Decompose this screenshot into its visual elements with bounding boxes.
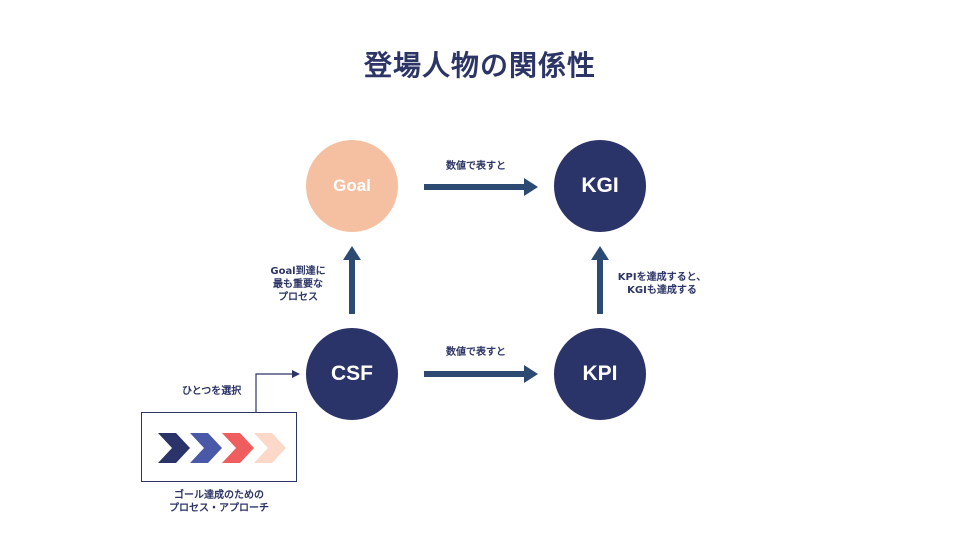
node-csf: CSF [306,328,398,420]
label-line: プロセス [278,292,318,303]
page-title: 登場人物の関係性 [363,49,596,82]
process-chevrons [158,433,286,463]
node-kgi: KGI [554,140,646,232]
process-box [141,412,297,482]
arrow-goal-to-kgi [424,178,538,196]
chevron-4 [254,433,286,463]
chevron-1 [158,433,190,463]
arrow-csf-to-kpi [424,365,538,383]
chevron-3 [222,433,254,463]
label-line: 最も重要な [273,279,323,290]
label-csf-to-goal: Goal到達に 最も重要な プロセス [258,265,338,304]
node-kpi: KPI [554,328,646,420]
arrow-select-to-csf [255,370,300,412]
node-goal: Goal [306,140,398,232]
chevron-2 [190,433,222,463]
arrow-csf-to-goal [343,246,361,314]
label-line: Goal到達に [270,266,326,277]
label-select-one: ひとつを選択 [182,386,242,397]
label-csf-to-kpi: 数値で表すと [446,347,506,358]
label-line: KGIも達成する [627,285,697,296]
label-line: KPIを達成すると、 [617,272,707,283]
label-kpi-to-kgi: KPIを達成すると、 KGIも達成する [610,271,714,297]
label-goal-to-kgi: 数値で表すと [446,161,506,172]
arrow-kpi-to-kgi [591,246,609,314]
process-caption: ゴール達成のための プロセス・アプローチ [131,489,307,515]
caption-line: ゴール達成のための [174,490,264,501]
caption-line: プロセス・アプローチ [169,503,269,514]
